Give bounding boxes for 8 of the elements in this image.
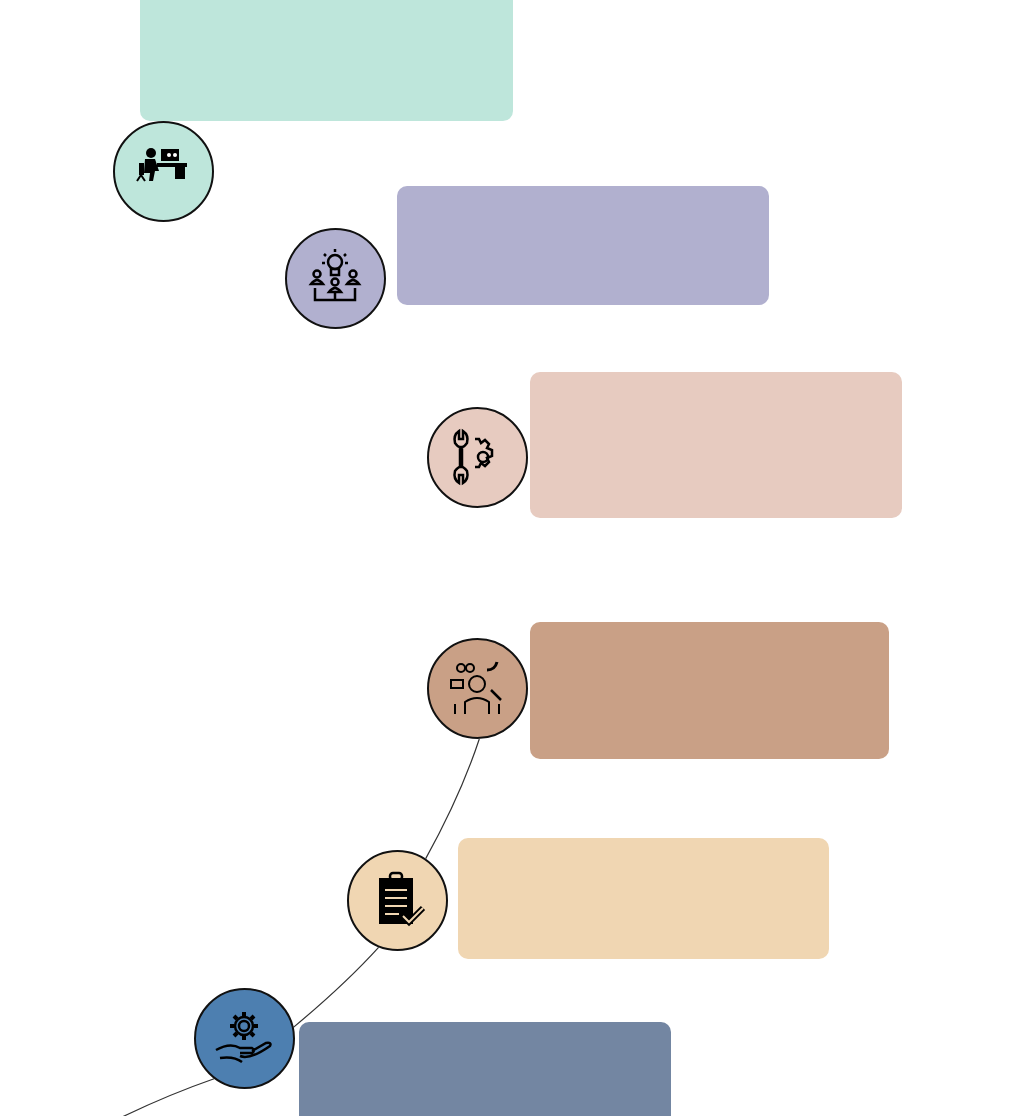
color-block (397, 186, 769, 305)
color-block (140, 0, 513, 121)
curved-connector-line (425, 738, 480, 860)
color-block (530, 372, 902, 518)
color-block (530, 622, 889, 759)
color-block (458, 838, 829, 959)
curved-connector-line (293, 946, 380, 1028)
color-block (299, 1022, 671, 1116)
